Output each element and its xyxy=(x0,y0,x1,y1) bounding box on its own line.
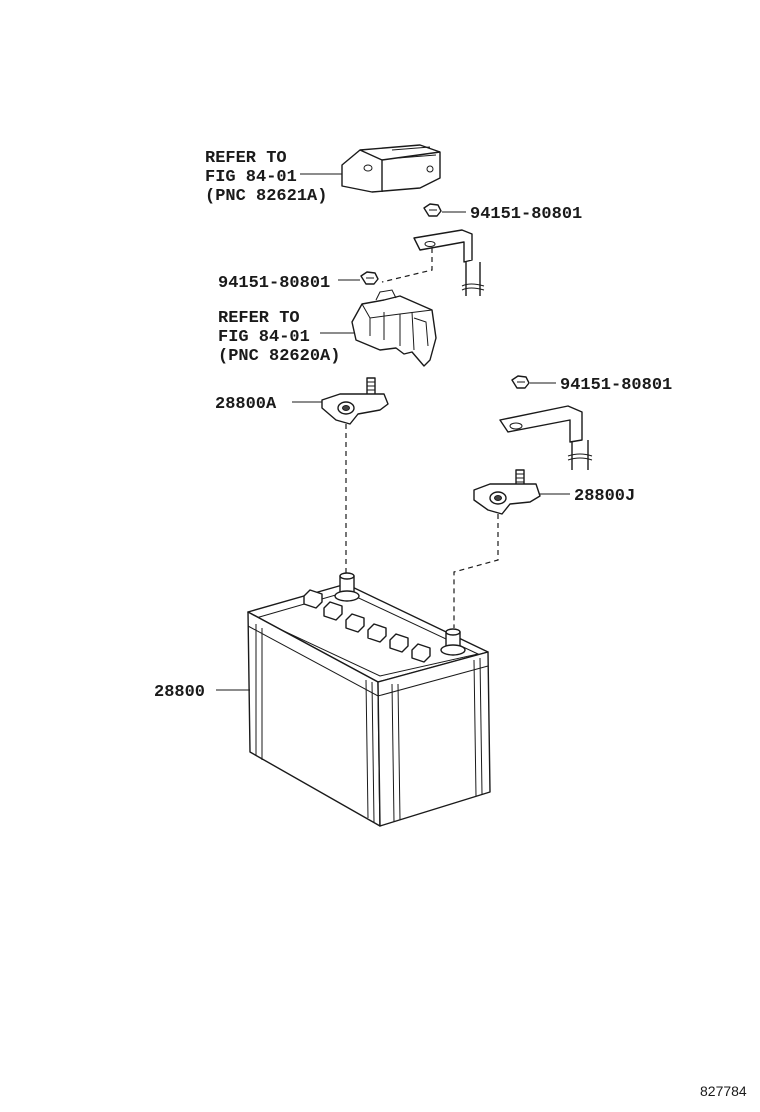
nut-right-label: 94151-80801 xyxy=(560,376,672,395)
nut-left-label: 94151-80801 xyxy=(218,274,330,293)
refer-mid-line2: FIG 84-01 xyxy=(218,328,310,347)
battery xyxy=(247,572,491,827)
nut-top-label: 94151-80801 xyxy=(470,205,582,224)
refer-mid-line3: (PNC 82620A) xyxy=(218,347,340,366)
nut-right xyxy=(511,375,530,389)
clamp-positive xyxy=(321,377,389,425)
fuse-block-mid xyxy=(351,289,437,367)
dash-top-bracket xyxy=(381,248,433,283)
battery-label: 28800 xyxy=(154,683,205,702)
nut-left xyxy=(360,271,379,285)
clamp-neg-label: 28800J xyxy=(574,487,635,506)
cable-bracket-top xyxy=(413,229,485,296)
cable-bracket-right xyxy=(499,405,593,470)
refer-top-line2: FIG 84-01 xyxy=(205,168,297,187)
figure-id: 827784 xyxy=(700,1083,747,1099)
refer-mid-line1: REFER TO xyxy=(218,309,300,328)
cell-caps xyxy=(303,589,431,663)
refer-top-line1: REFER TO xyxy=(205,149,287,168)
dash-clamp-neg xyxy=(453,514,499,628)
fuse-cover-top xyxy=(341,144,441,193)
refer-top-line3: (PNC 82621A) xyxy=(205,187,327,206)
nut-top xyxy=(423,203,442,217)
clamp-negative xyxy=(473,469,541,515)
clamp-pos-label: 28800A xyxy=(215,395,277,414)
